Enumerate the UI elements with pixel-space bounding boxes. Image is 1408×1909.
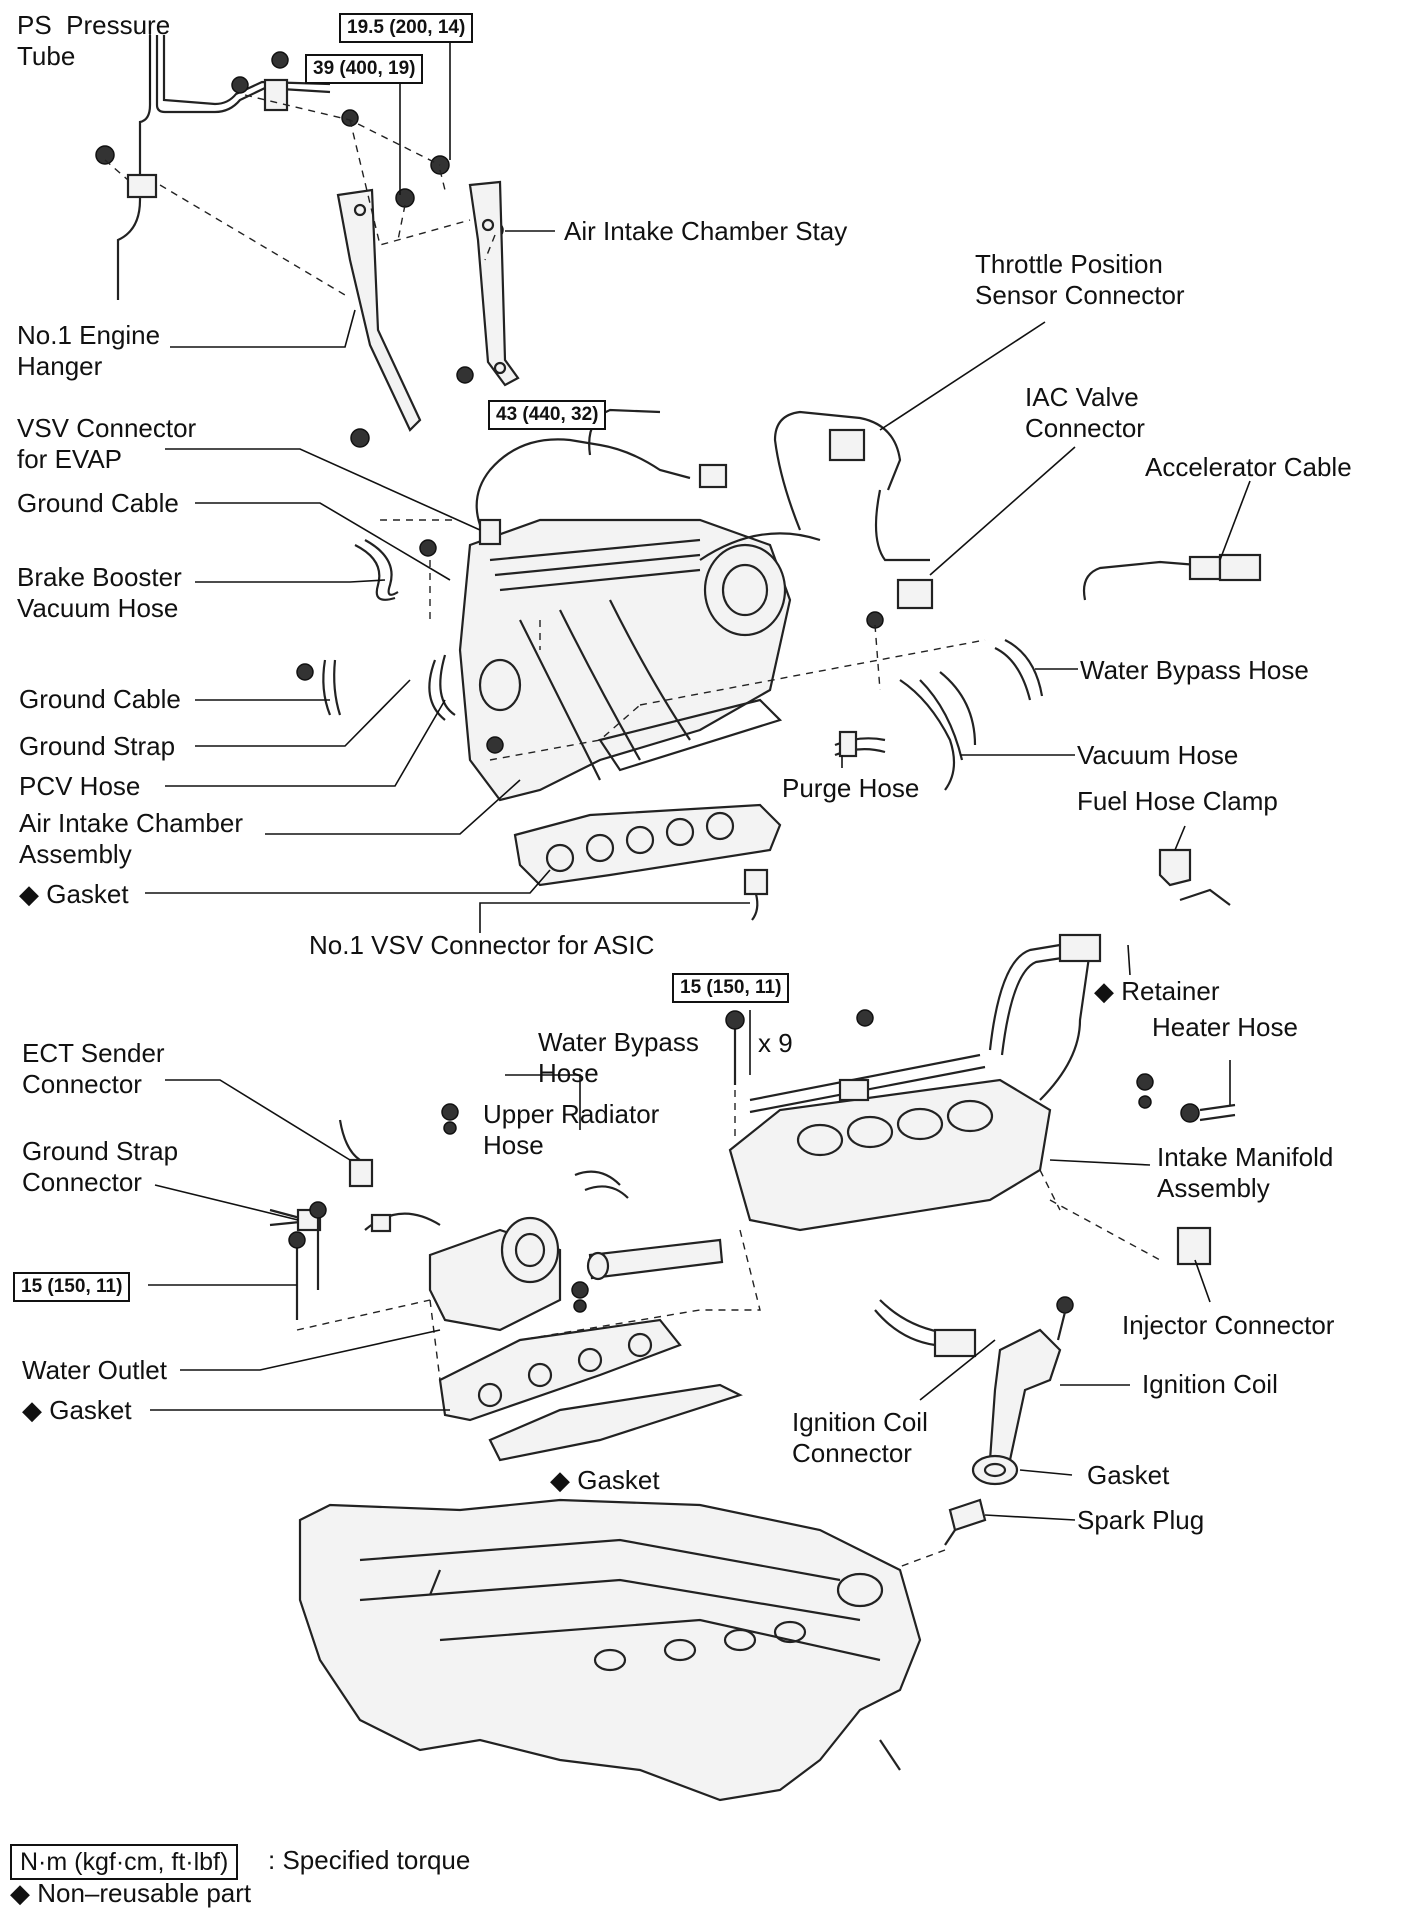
label-air-intake-chamber-assembly: Air Intake Chamber Assembly <box>19 808 243 869</box>
fuel-lines-drawing <box>988 848 1231 1101</box>
label-water-bypass-hose-2: Water Bypass Hose <box>538 1027 699 1088</box>
dashed-guides-upper <box>104 94 496 296</box>
torque-15-outlet: 15 (150, 11) <box>13 1272 131 1302</box>
ignition-coil-drawing <box>874 1296 1074 1462</box>
no1-engine-hanger-drawing <box>336 188 422 432</box>
label-vsv-connector-for-evap: VSV Connector for EVAP <box>17 413 197 474</box>
label-iac-valve-connector: IAC Valve Connector <box>1025 382 1145 443</box>
vacuum-hose-drawing <box>899 671 977 791</box>
torque-43: 43 (440, 32) <box>488 400 607 430</box>
label-accelerator-cable: Accelerator Cable <box>1145 452 1352 482</box>
upper-radiator-hose-drawing <box>574 1170 629 1199</box>
label-ground-cable-2: Ground Cable <box>19 684 181 714</box>
label-gasket-1: ◆ Gasket <box>19 879 129 909</box>
label-water-outlet: Water Outlet <box>22 1355 167 1385</box>
dashed-guides-lower <box>296 1090 1161 1381</box>
water-bypass-hose-drawing <box>994 639 1044 701</box>
label-fuel-hose-clamp: Fuel Hose Clamp <box>1077 786 1278 816</box>
label-gasket-2: ◆ Gasket <box>22 1395 132 1425</box>
gasket-upper-drawing <box>513 803 782 887</box>
accelerator-cable-drawing <box>1082 553 1262 601</box>
label-pcv-hose: PCV Hose <box>19 771 141 801</box>
label-upper-radiator-hose: Upper Radiator Hose <box>483 1099 660 1160</box>
heater-hose-drawing <box>856 1009 1236 1123</box>
legend-torque-desc: : Specified torque <box>268 1845 471 1875</box>
label-ignition-coil: Ignition Coil <box>1142 1369 1278 1399</box>
label-ground-cable-1: Ground Cable <box>17 488 179 518</box>
label-ground-strap: Ground Strap <box>19 731 176 761</box>
air-intake-chamber-stay-drawing <box>468 180 520 387</box>
torque-15-manifold: 15 (150, 11) <box>672 973 790 1003</box>
label-purge-hose: Purge Hose <box>782 773 920 803</box>
brake-booster-hose-drawing <box>354 539 399 601</box>
label-ps-pressure-tube: PS Pressure Tube <box>17 10 171 71</box>
water-outlet-drawing <box>428 1216 562 1332</box>
dashed-guides-middle <box>380 519 986 761</box>
intake-manifold-drawing <box>728 1053 1052 1232</box>
water-bypass-hose-lower-drawing <box>586 1238 724 1281</box>
pcv-hose-drawing <box>428 654 456 721</box>
label-spark-plug: Spark Plug <box>1077 1505 1205 1535</box>
vsv-asic-connector-drawing <box>743 868 769 921</box>
label-water-bypass-hose-1: Water Bypass Hose <box>1080 655 1309 685</box>
label-air-intake-chamber-stay: Air Intake Chamber Stay <box>564 216 848 246</box>
bolts-upper <box>95 51 504 448</box>
label-injector-connector: Injector Connector <box>1122 1310 1335 1340</box>
label-ect-sender-connector: ECT Sender Connector <box>22 1038 165 1099</box>
label-no1-vsv-connector-for-asic: No.1 VSV Connector for ASIC <box>309 930 655 960</box>
ect-sender-drawing <box>338 1119 441 1233</box>
label-gasket-3: Gasket <box>1087 1460 1170 1490</box>
injector-connector-drawing <box>1176 1226 1212 1266</box>
leader-lines <box>145 31 1251 1521</box>
label-no1-engine-hanger: No.1 Engine Hanger <box>17 320 161 381</box>
label-gasket-4: ◆ Gasket <box>550 1465 660 1495</box>
label-vacuum-hose: Vacuum Hose <box>1077 740 1239 770</box>
purge-hose-drawing <box>834 730 886 758</box>
label-brake-booster-vacuum-hose: Brake Booster Vacuum Hose <box>17 562 182 623</box>
label-heater-hose: Heater Hose <box>1152 1012 1298 1042</box>
label-intake-manifold-assembly: Intake Manifold Assembly <box>1157 1142 1334 1203</box>
label-throttle-position-sensor-connector: Throttle Position Sensor Connector <box>975 249 1185 310</box>
engine-block-drawing <box>298 1498 922 1802</box>
label-ignition-coil-connector: Ignition Coil Connector <box>792 1407 928 1468</box>
label-retainer: ◆ Retainer <box>1094 976 1220 1006</box>
gaskets-lower-drawing <box>438 1318 743 1462</box>
torque-19-5: 19.5 (200, 14) <box>339 13 474 43</box>
ps-pressure-tube-drawing <box>116 35 331 300</box>
label-ground-strap-connector: Ground Strap Connector <box>22 1136 179 1197</box>
bolts-lower <box>288 1010 745 1320</box>
coil-gasket-drawing <box>971 1454 1019 1486</box>
legend-nonreusable: ◆ Non–reusable part <box>10 1878 252 1908</box>
legend-torque-box: N·m (kgf·cm, ft·lbf) <box>10 1844 239 1880</box>
air-intake-chamber-drawing <box>458 518 792 802</box>
ground-cable-drawing <box>296 539 884 754</box>
label-bolt-quantity: x 9 <box>758 1028 793 1058</box>
torque-39: 39 (400, 19) <box>305 54 424 84</box>
